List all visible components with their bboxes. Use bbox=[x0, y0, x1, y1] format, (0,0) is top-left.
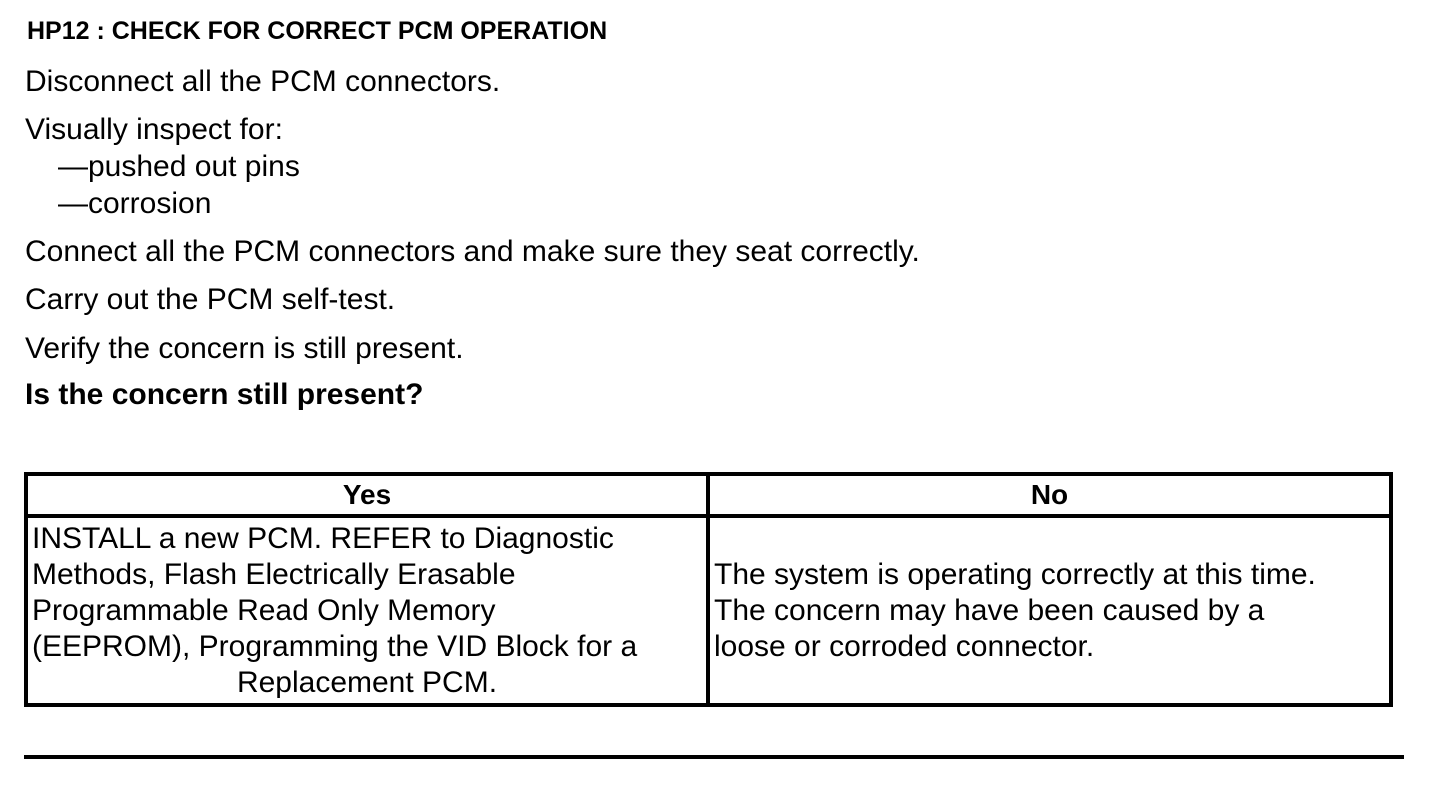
inspect-item-pushed-pins: —pushed out pins bbox=[58, 150, 300, 183]
step-disconnect: Disconnect all the PCM connectors. bbox=[25, 65, 501, 98]
header-no: No bbox=[706, 472, 1393, 518]
cell-no: The system is operating correctly at thi… bbox=[706, 514, 1393, 707]
question: Is the concern still present? bbox=[25, 378, 424, 411]
step-inspect: Visually inspect for: bbox=[25, 113, 283, 146]
yes-line: Programmable Read Only Memory bbox=[32, 593, 496, 627]
bottom-divider bbox=[24, 755, 1404, 759]
yes-line: Methods, Flash Electrically Erasable bbox=[32, 557, 516, 591]
header-yes: Yes bbox=[24, 472, 710, 518]
no-line: The concern may have been caused by a bbox=[714, 593, 1265, 627]
no-line: The system is operating correctly at thi… bbox=[714, 557, 1316, 591]
yes-line: Replacement PCM. bbox=[236, 665, 498, 699]
step-verify: Verify the concern is still present. bbox=[25, 332, 464, 365]
table-row: INSTALL a new PCM. REFER to Diagnostic M… bbox=[24, 514, 1393, 707]
cell-yes: INSTALL a new PCM. REFER to Diagnostic M… bbox=[24, 514, 710, 707]
yes-line: INSTALL a new PCM. REFER to Diagnostic bbox=[32, 521, 614, 555]
inspect-item-corrosion: —corrosion bbox=[58, 187, 212, 220]
step-connect: Connect all the PCM connectors and make … bbox=[25, 235, 920, 268]
table-header-row: Yes No bbox=[24, 472, 1393, 518]
yes-line: (EEPROM), Programming the VID Block for … bbox=[32, 629, 638, 663]
no-line: loose or corroded connector. bbox=[714, 629, 1095, 663]
step-selftest: Carry out the PCM self-test. bbox=[25, 283, 396, 316]
section-heading: HP12 : CHECK FOR CORRECT PCM OPERATION bbox=[27, 17, 608, 45]
result-table: Yes No INSTALL a new PCM. REFER to Diagn… bbox=[24, 472, 1393, 707]
